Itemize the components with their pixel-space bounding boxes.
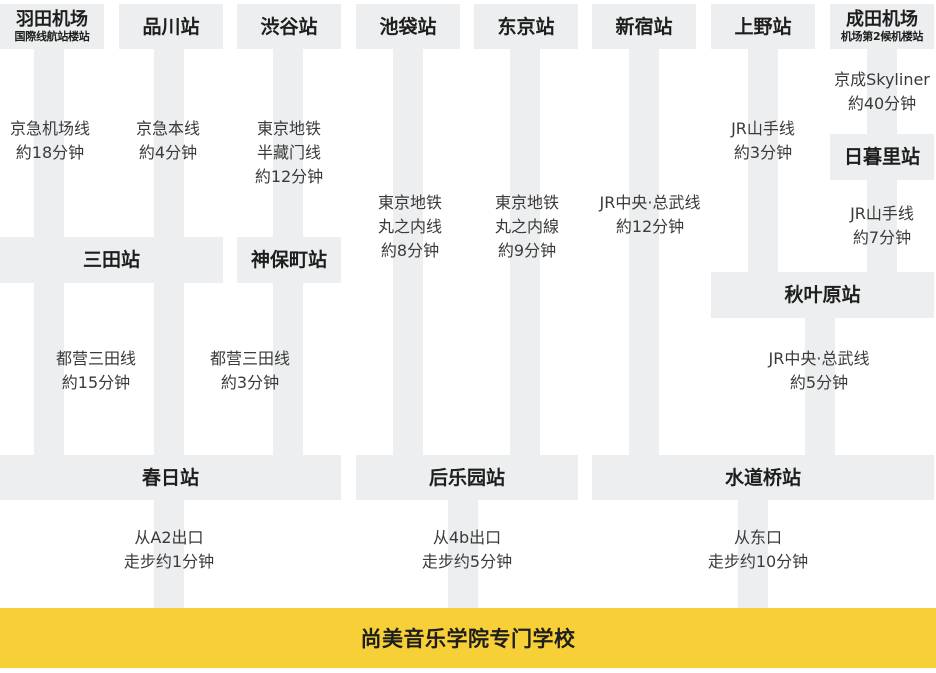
station-korakuen: 后乐园站 (356, 455, 578, 500)
station-shinagawa: 品川站 (119, 4, 223, 49)
route-label-mita-kasuga: 都营三田线 約15分钟 (55, 349, 137, 392)
route-label-akihabara-suidobashi: JR中央·总武线 約5分钟 (768, 349, 870, 392)
station-tokyo: 东京站 (474, 4, 578, 49)
station-narita: 成田机场 机场第2候机楼站 (830, 4, 934, 49)
route-label-narita-nippori: 京成Skyliner 約40分钟 (834, 70, 930, 113)
line-mita-kasuga-2 (154, 283, 184, 455)
line-akihabara-suidobashi (805, 318, 835, 455)
line-shinjuku-suidobashi (629, 48, 659, 455)
station-ueno: 上野站 (711, 4, 815, 49)
line-jimbocho-kasuga (273, 283, 303, 455)
line-kasuga-walk (154, 500, 184, 610)
line-nippori-akihabara (867, 180, 897, 273)
route-label-suidobashi-walk: 从东口 走步约10分钟 (707, 528, 809, 571)
station-haneda: 羽田机场 国際线航站楼站 (0, 4, 104, 49)
route-label-shinagawa-mita: 京急本线 約4分钟 (135, 119, 201, 162)
destination-banner: 尚美音乐学院专门学校 (0, 608, 936, 668)
route-label-jimbocho-kasuga: 都营三田线 約3分钟 (209, 349, 291, 392)
route-label-korakuen-walk: 从4b出口 走步约5分钟 (421, 528, 513, 571)
route-label-tokyo-korakuen: 東京地铁 丸之内線 約9分钟 (494, 193, 560, 260)
station-nippori: 日暮里站 (830, 134, 934, 180)
line-narita-nippori (867, 48, 897, 134)
route-label-ueno-akihabara: JR山手线 約3分钟 (731, 119, 795, 162)
station-ikebukuro: 池袋站 (356, 4, 460, 49)
station-mita: 三田站 (0, 237, 223, 283)
line-shinagawa-mita (154, 48, 184, 238)
station-suidobashi: 水道桥站 (592, 455, 934, 500)
station-shibuya: 渋谷站 (237, 4, 341, 49)
route-label-haneda-mita: 京急机场线 約18分钟 (9, 119, 91, 162)
station-jimbocho: 神保町站 (237, 237, 341, 283)
route-label-shibuya-jimbocho: 東京地铁 半藏门线 約12分钟 (254, 119, 324, 186)
line-suidobashi-walk (738, 500, 768, 610)
station-akihabara: 秋叶原站 (711, 272, 934, 318)
line-shibuya-jimbocho (273, 48, 303, 238)
route-label-kasuga-walk: 从A2出口 走步约1分钟 (123, 528, 215, 571)
route-label-shinjuku-suidobashi: JR中央·总武线 約12分钟 (599, 193, 701, 236)
line-korakuen-walk (448, 500, 478, 610)
station-kasuga: 春日站 (0, 455, 341, 500)
line-haneda-mita (34, 48, 64, 238)
route-label-ikebukuro-korakuen: 東京地铁 丸之内线 約8分钟 (377, 193, 443, 260)
line-ikebukuro-korakuen (393, 48, 423, 455)
destination-name: 尚美音乐学院专门学校 (360, 627, 576, 651)
station-shinjuku: 新宿站 (592, 4, 696, 49)
route-label-nippori-akihabara: JR山手线 約7分钟 (850, 204, 914, 247)
line-ueno-akihabara (748, 48, 778, 273)
line-mita-kasuga (34, 283, 64, 455)
line-tokyo-korakuen (510, 48, 540, 455)
